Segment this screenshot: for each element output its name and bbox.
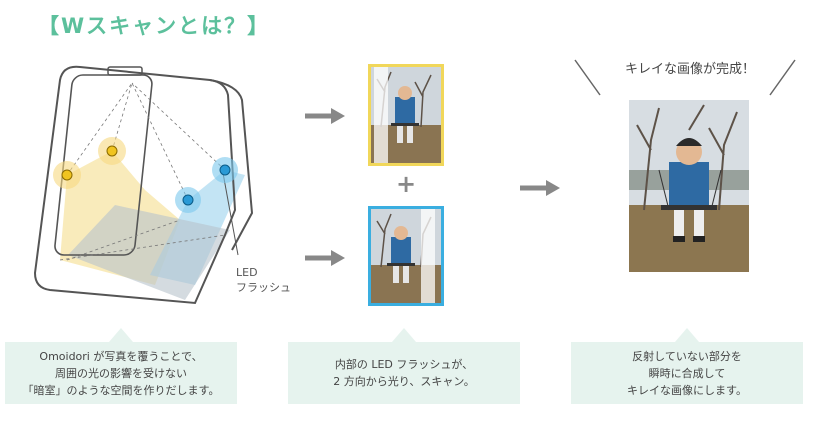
caption-composite: 反射していない部分を 瞬時に合成して キレイな画像にします。 — [571, 328, 803, 404]
speech-lines-icon — [574, 59, 796, 96]
arrow-right-icon — [520, 180, 560, 196]
arrow-right-icon — [305, 108, 345, 124]
scan-image-yellow-led — [368, 64, 444, 166]
plus-icon: + — [396, 170, 417, 198]
final-clean-image — [629, 100, 749, 272]
led-flash-label: LED フラッシュ — [236, 266, 291, 294]
scan-image-blue-led — [368, 206, 444, 306]
device-body — [33, 65, 237, 305]
arrow-right-icon — [305, 250, 345, 266]
result-exclamation: キレイな画像が完成！ — [624, 62, 755, 77]
photo-under-device — [68, 205, 230, 300]
phone-clip — [107, 66, 143, 76]
blue-led-1 — [182, 194, 194, 206]
yellow-led-2 — [106, 145, 118, 157]
caption-darkroom: Omoidori が写真を覆うことで、 周囲の光の影響を受けない 「暗室」のよう… — [5, 328, 237, 404]
page-title: 【Wスキャンとは？】 — [38, 14, 271, 38]
yellow-led-1 — [61, 169, 73, 181]
blue-led-2 — [219, 164, 231, 176]
omoidori-device-illustration — [33, 65, 254, 305]
caption-led-scan: 内部の LED フラッシュが、 2 方向から光り、スキャン。 — [288, 328, 520, 404]
